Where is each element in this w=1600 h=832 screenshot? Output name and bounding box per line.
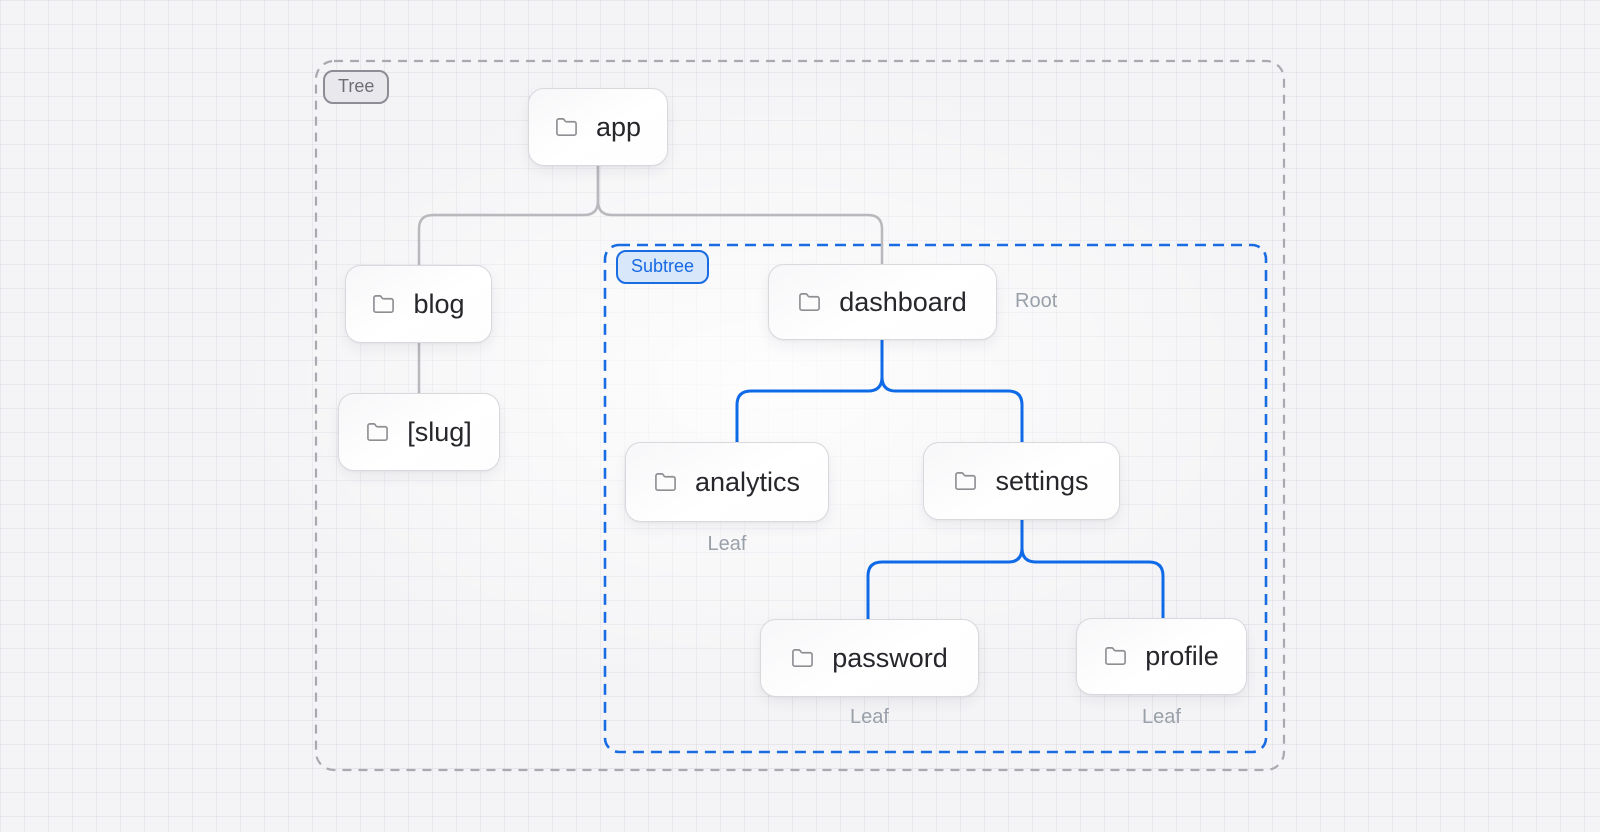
edge-app-dashboard: [596, 164, 884, 266]
folder-icon: [792, 648, 814, 667]
subtree-group-box: [603, 243, 1268, 754]
edge-dashboard-settings: [880, 338, 1024, 444]
folder-icon: [799, 292, 821, 311]
node-label: profile: [1145, 641, 1219, 671]
tree-group-badge: Tree: [323, 70, 390, 104]
node-password[interactable]: password: [760, 619, 979, 697]
annotation-root-dashboard: Root: [1015, 290, 1058, 312]
node-blog[interactable]: blog: [345, 265, 492, 343]
tree-group-box: [314, 59, 1286, 772]
annotation-leaf-password: Leaf: [850, 706, 889, 728]
node-profile[interactable]: profile: [1076, 618, 1247, 695]
folder-icon: [655, 472, 676, 491]
node-slug[interactable]: [slug]: [338, 393, 500, 471]
folder-icon: [367, 422, 389, 441]
edge-settings-profile: [1020, 518, 1165, 620]
node-analytics[interactable]: analytics: [625, 442, 829, 522]
annotation-leaf-analytics: Leaf: [707, 533, 747, 555]
node-label: settings: [995, 465, 1089, 496]
node-label: password: [832, 642, 948, 673]
node-label: dashboard: [839, 286, 967, 317]
subtree-group-badge: Subtree: [616, 250, 710, 284]
folder-icon: [1105, 647, 1127, 665]
node-app[interactable]: app: [528, 88, 668, 166]
edge-settings-password: [866, 518, 1024, 621]
edge-app-blog: [417, 164, 600, 267]
node-dashboard[interactable]: dashboard: [768, 264, 997, 340]
folder-icon: [955, 471, 977, 490]
folder-icon: [556, 117, 577, 136]
node-settings[interactable]: settings: [923, 442, 1120, 520]
node-label: app: [595, 111, 642, 142]
folder-icon: [373, 294, 395, 313]
edge-dashboard-analytics: [735, 338, 884, 444]
node-label: [slug]: [407, 416, 472, 447]
node-label: blog: [413, 288, 465, 319]
annotation-leaf-profile: Leaf: [1142, 706, 1181, 728]
node-label: analytics: [694, 466, 801, 497]
